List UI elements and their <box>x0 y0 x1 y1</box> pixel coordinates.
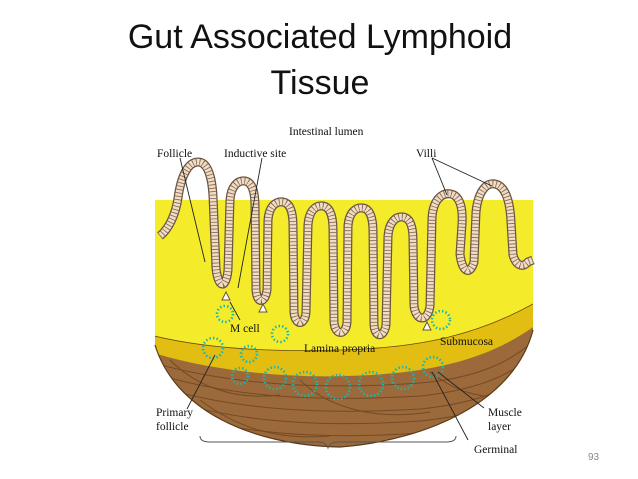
follicle-circle <box>230 366 250 386</box>
lamina-propria-label: Lamina propria <box>304 343 375 355</box>
follicle-circle <box>324 373 352 401</box>
villi-epithelium <box>156 157 535 340</box>
follicle-circle <box>421 355 445 379</box>
page-number: 93 <box>588 452 600 463</box>
follicle-circle <box>239 344 259 364</box>
follicle-circle <box>270 324 290 344</box>
follicle-circle <box>215 304 235 324</box>
muscle-layer-label-1: Muscle <box>488 407 522 419</box>
slide-title: Gut Associated Lymphoid Tissue <box>40 14 600 106</box>
follicle-circle <box>291 370 319 398</box>
germinal-label: Germinal <box>474 444 517 456</box>
leader-lines <box>179 157 493 441</box>
tissue-outline <box>154 329 534 448</box>
follicle-circle <box>357 370 385 398</box>
villi-label: Villi <box>416 148 436 160</box>
follicle-circle <box>430 309 452 331</box>
title-line-1: Gut Associated Lymphoid <box>127 18 513 56</box>
follicle-circle <box>262 365 288 391</box>
m-cell-label: M cell <box>230 323 260 335</box>
intestinal-lumen-label: Intestinal lumen <box>289 126 364 138</box>
muscle-fibers <box>155 334 533 438</box>
lymphoid-follicles <box>201 304 452 401</box>
submucosa-label: Submucosa <box>440 336 493 348</box>
primary-follicle-label-1: Primary <box>156 407 193 419</box>
primary-follicle-label-2: follicle <box>156 421 189 433</box>
m-cell-notches <box>221 290 432 331</box>
title-line-2: Tissue <box>270 64 370 102</box>
follicle-label: Follicle <box>157 148 192 160</box>
muscle-layer-label-2: layer <box>488 421 511 433</box>
germinal-brace <box>199 435 457 450</box>
follicle-circle <box>390 365 416 391</box>
inductive-site-label: Inductive site <box>224 148 286 160</box>
